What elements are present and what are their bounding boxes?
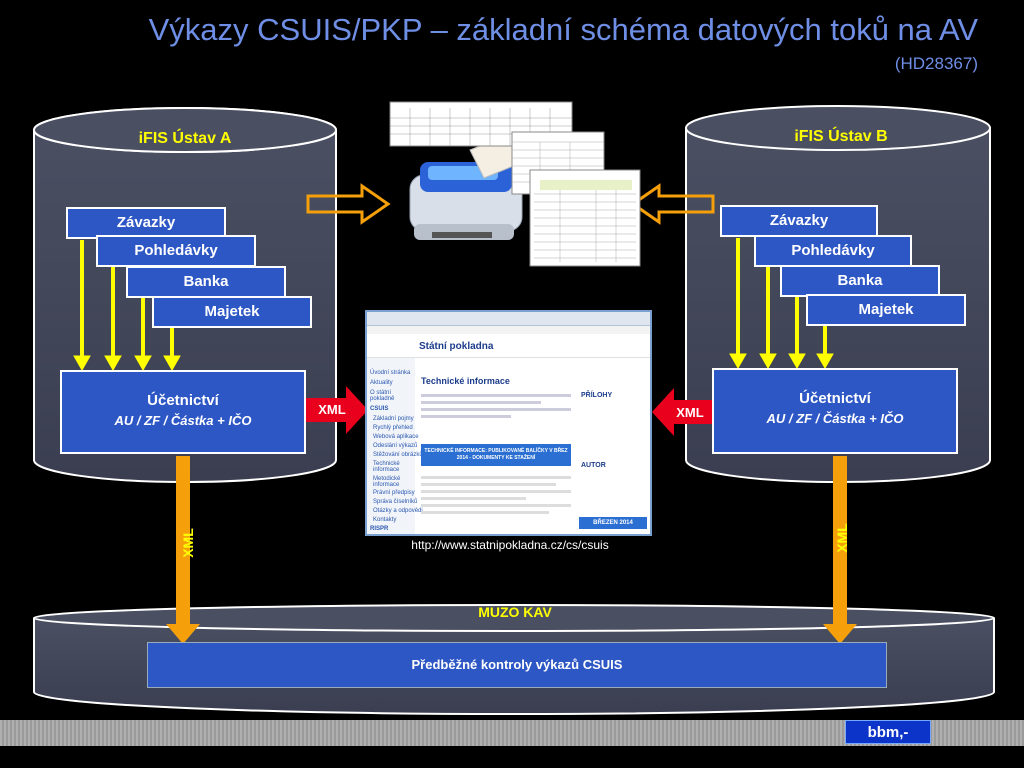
nav-item[interactable]: Webová aplikace (373, 434, 419, 440)
right-down-arrow (823, 456, 857, 644)
nav-item[interactable]: CSUIS (370, 406, 389, 412)
nav-item[interactable]: Stěžování obrázků (373, 452, 423, 458)
ss-sidebar-head: PŘÍLOHY (581, 392, 613, 399)
bottom-db-label: MUZO KAV (478, 604, 552, 620)
nav-item[interactable]: RISPR (370, 526, 389, 532)
nav-item[interactable]: Kontakty (373, 517, 397, 523)
left-item-zavazky: Závazky (66, 207, 226, 239)
nav-item[interactable]: Správa číselníků (373, 499, 418, 505)
nav-item[interactable]: Rychlý přehled (373, 425, 413, 431)
left-yellow-arrows (73, 240, 181, 372)
right-xml-tag: XML (668, 403, 712, 423)
website-url[interactable]: http://www.statnipokladna.cz/cs/csuis (411, 538, 609, 552)
left-accounting-sub: AU / ZF / Částka + IČO (114, 413, 252, 428)
site-title: Státní pokladna (419, 341, 494, 352)
nav-item[interactable]: Úvodní stránka (370, 370, 411, 376)
printer-icon (409, 131, 529, 240)
report-document-3 (529, 169, 641, 267)
site-nav (367, 358, 415, 534)
left-print-arrow (306, 183, 391, 225)
right-yellow-arrows (729, 238, 834, 370)
pre-check-box: Předběžné kontroly výkazů CSUIS (147, 642, 887, 688)
browser-bar (367, 312, 650, 326)
left-down-arrow (166, 456, 200, 644)
right-item-majetek: Majetek (806, 294, 966, 326)
right-item-banka: Banka (780, 265, 940, 297)
left-db-label: iFIS Ústav A (138, 130, 232, 147)
nav-item[interactable]: Otázky a odpovědi (373, 508, 423, 514)
page-title: Výkazy CSUIS/PKP – základní schéma datov… (148, 12, 978, 47)
ss-banner[interactable]: TECHNICKÉ INFORMACE: PUBLIKOVANÉ BALÍČKY… (421, 444, 571, 466)
ss-body-lines (421, 472, 571, 532)
left-accounting-box: Účetnictví AU / ZF / Částka + IČO (60, 370, 306, 454)
right-item-pohledavky: Pohledávky (754, 235, 912, 267)
right-print-arrow (630, 183, 715, 225)
nav-item[interactable]: O státní pokladně (370, 390, 395, 402)
site-header (367, 334, 650, 358)
right-accounting-title: Účetnictví (799, 390, 871, 407)
ss-text-lines (421, 390, 571, 440)
right-accounting-box: Účetnictví AU / ZF / Částka + IČO (712, 368, 958, 454)
ss-heading: Technické informace (421, 376, 510, 386)
left-item-pohledavky: Pohledávky (96, 235, 256, 267)
nav-item[interactable]: Odeslání výkazů (373, 443, 418, 449)
nav-item[interactable]: Technické informace (373, 461, 400, 473)
right-accounting-sub: AU / ZF / Částka + IČO (766, 411, 904, 426)
ss-author-head: AUTOR (581, 462, 606, 469)
right-db-label: iFIS Ústav B (794, 128, 888, 145)
nav-item[interactable]: Právní předpisy (373, 490, 415, 496)
left-xml-tag: XML (310, 400, 354, 420)
website-screenshot: Státní pokladna Úvodní stránka Aktuality… (365, 310, 652, 536)
nav-item[interactable]: Aktuality (370, 380, 393, 386)
right-xml-vertical: XML (834, 523, 850, 553)
left-xml-vertical: XML (180, 528, 196, 558)
nav-item[interactable]: Základní pojmy (373, 416, 414, 422)
nav-item[interactable]: Metodické informace (373, 476, 401, 488)
left-item-majetek: Majetek (152, 296, 312, 328)
left-item-banka: Banka (126, 266, 286, 298)
page-subtitle: (HD28367) (894, 54, 978, 73)
ss-calendar[interactable]: BŘEZEN 2014 (579, 517, 647, 529)
bbm-logo: bbm,- (845, 720, 931, 744)
browser-menu (367, 326, 650, 334)
left-accounting-title: Účetnictví (147, 392, 219, 409)
right-item-zavazky: Závazky (720, 205, 878, 237)
